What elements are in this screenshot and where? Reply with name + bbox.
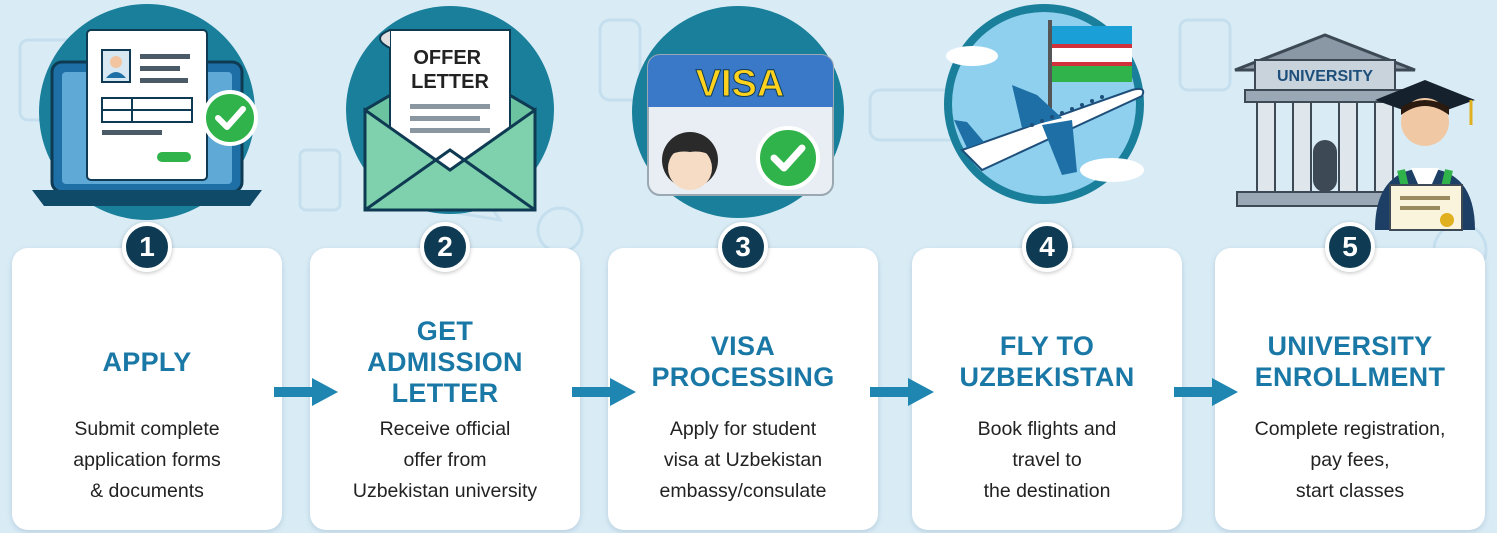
arrow-right-icon	[572, 378, 636, 406]
step-number-badge: 3	[718, 222, 768, 272]
step-description: Submit complete application forms & docu…	[73, 418, 221, 502]
step-card: APPLY Submit complete application forms …	[12, 248, 282, 530]
step-title: GET ADMISSION LETTER	[367, 315, 523, 408]
step-description: Receive official offer from Uzbekistan u…	[352, 418, 538, 502]
step-university-enrollment: UNIVERSITY UNIVERSITY ENROLLMENT Complet…	[1215, 0, 1485, 533]
arrow-right-icon	[870, 378, 934, 406]
step-number-badge: 1	[122, 222, 172, 272]
laptop-application-form-icon	[32, 4, 262, 220]
step-number-badge: 2	[420, 222, 470, 272]
step-number-badge: 5	[1325, 222, 1375, 272]
visa-text: VISA	[696, 63, 785, 105]
step-visa-processing: VISA VISA PROCESSING Apply for student v…	[608, 0, 878, 533]
step-description: Complete registration, pay fees, start c…	[1254, 418, 1446, 502]
university-graduate-icon: UNIVERSITY	[1234, 33, 1475, 231]
step-get-admission-letter: OFFER LETTER GET ADMISSION LETTER Receiv…	[310, 0, 580, 533]
step-fly-to-uzbekistan: FLY TO UZBEKISTAN Book flights and trave…	[912, 0, 1182, 533]
step-description: Book flights and travel to the destinati…	[977, 418, 1117, 502]
step-title: VISA PROCESSING	[651, 331, 835, 392]
step-card: UNIVERSITY ENROLLMENT Complete registrat…	[1215, 248, 1485, 530]
step-card: VISA PROCESSING Apply for student visa a…	[608, 248, 878, 530]
offer-letter-line-2: LETTER	[411, 71, 489, 93]
visa-card-icon: VISA	[632, 6, 844, 218]
step-title: UNIVERSITY ENROLLMENT	[1254, 331, 1446, 392]
step-title: APPLY	[102, 346, 192, 377]
arrow-right-icon	[1174, 378, 1238, 406]
offer-letter-envelope-icon: OFFER LETTER	[346, 6, 554, 214]
step-card: GET ADMISSION LETTER Receive official of…	[310, 248, 580, 530]
step-title: FLY TO UZBEKISTAN	[959, 331, 1135, 392]
offer-letter-text: OFFER LETTER	[411, 47, 489, 93]
step-description: Apply for student visa at Uzbekistan emb…	[659, 418, 827, 502]
arrow-right-icon	[274, 378, 338, 406]
step-number-badge: 4	[1022, 222, 1072, 272]
airplane-flag-icon	[944, 4, 1145, 204]
step-card: FLY TO UZBEKISTAN Book flights and trave…	[912, 248, 1182, 530]
offer-letter-line-1: OFFER	[413, 47, 481, 69]
step-apply: APPLY Submit complete application forms …	[12, 0, 282, 533]
university-sign-text: UNIVERSITY	[1277, 68, 1373, 85]
